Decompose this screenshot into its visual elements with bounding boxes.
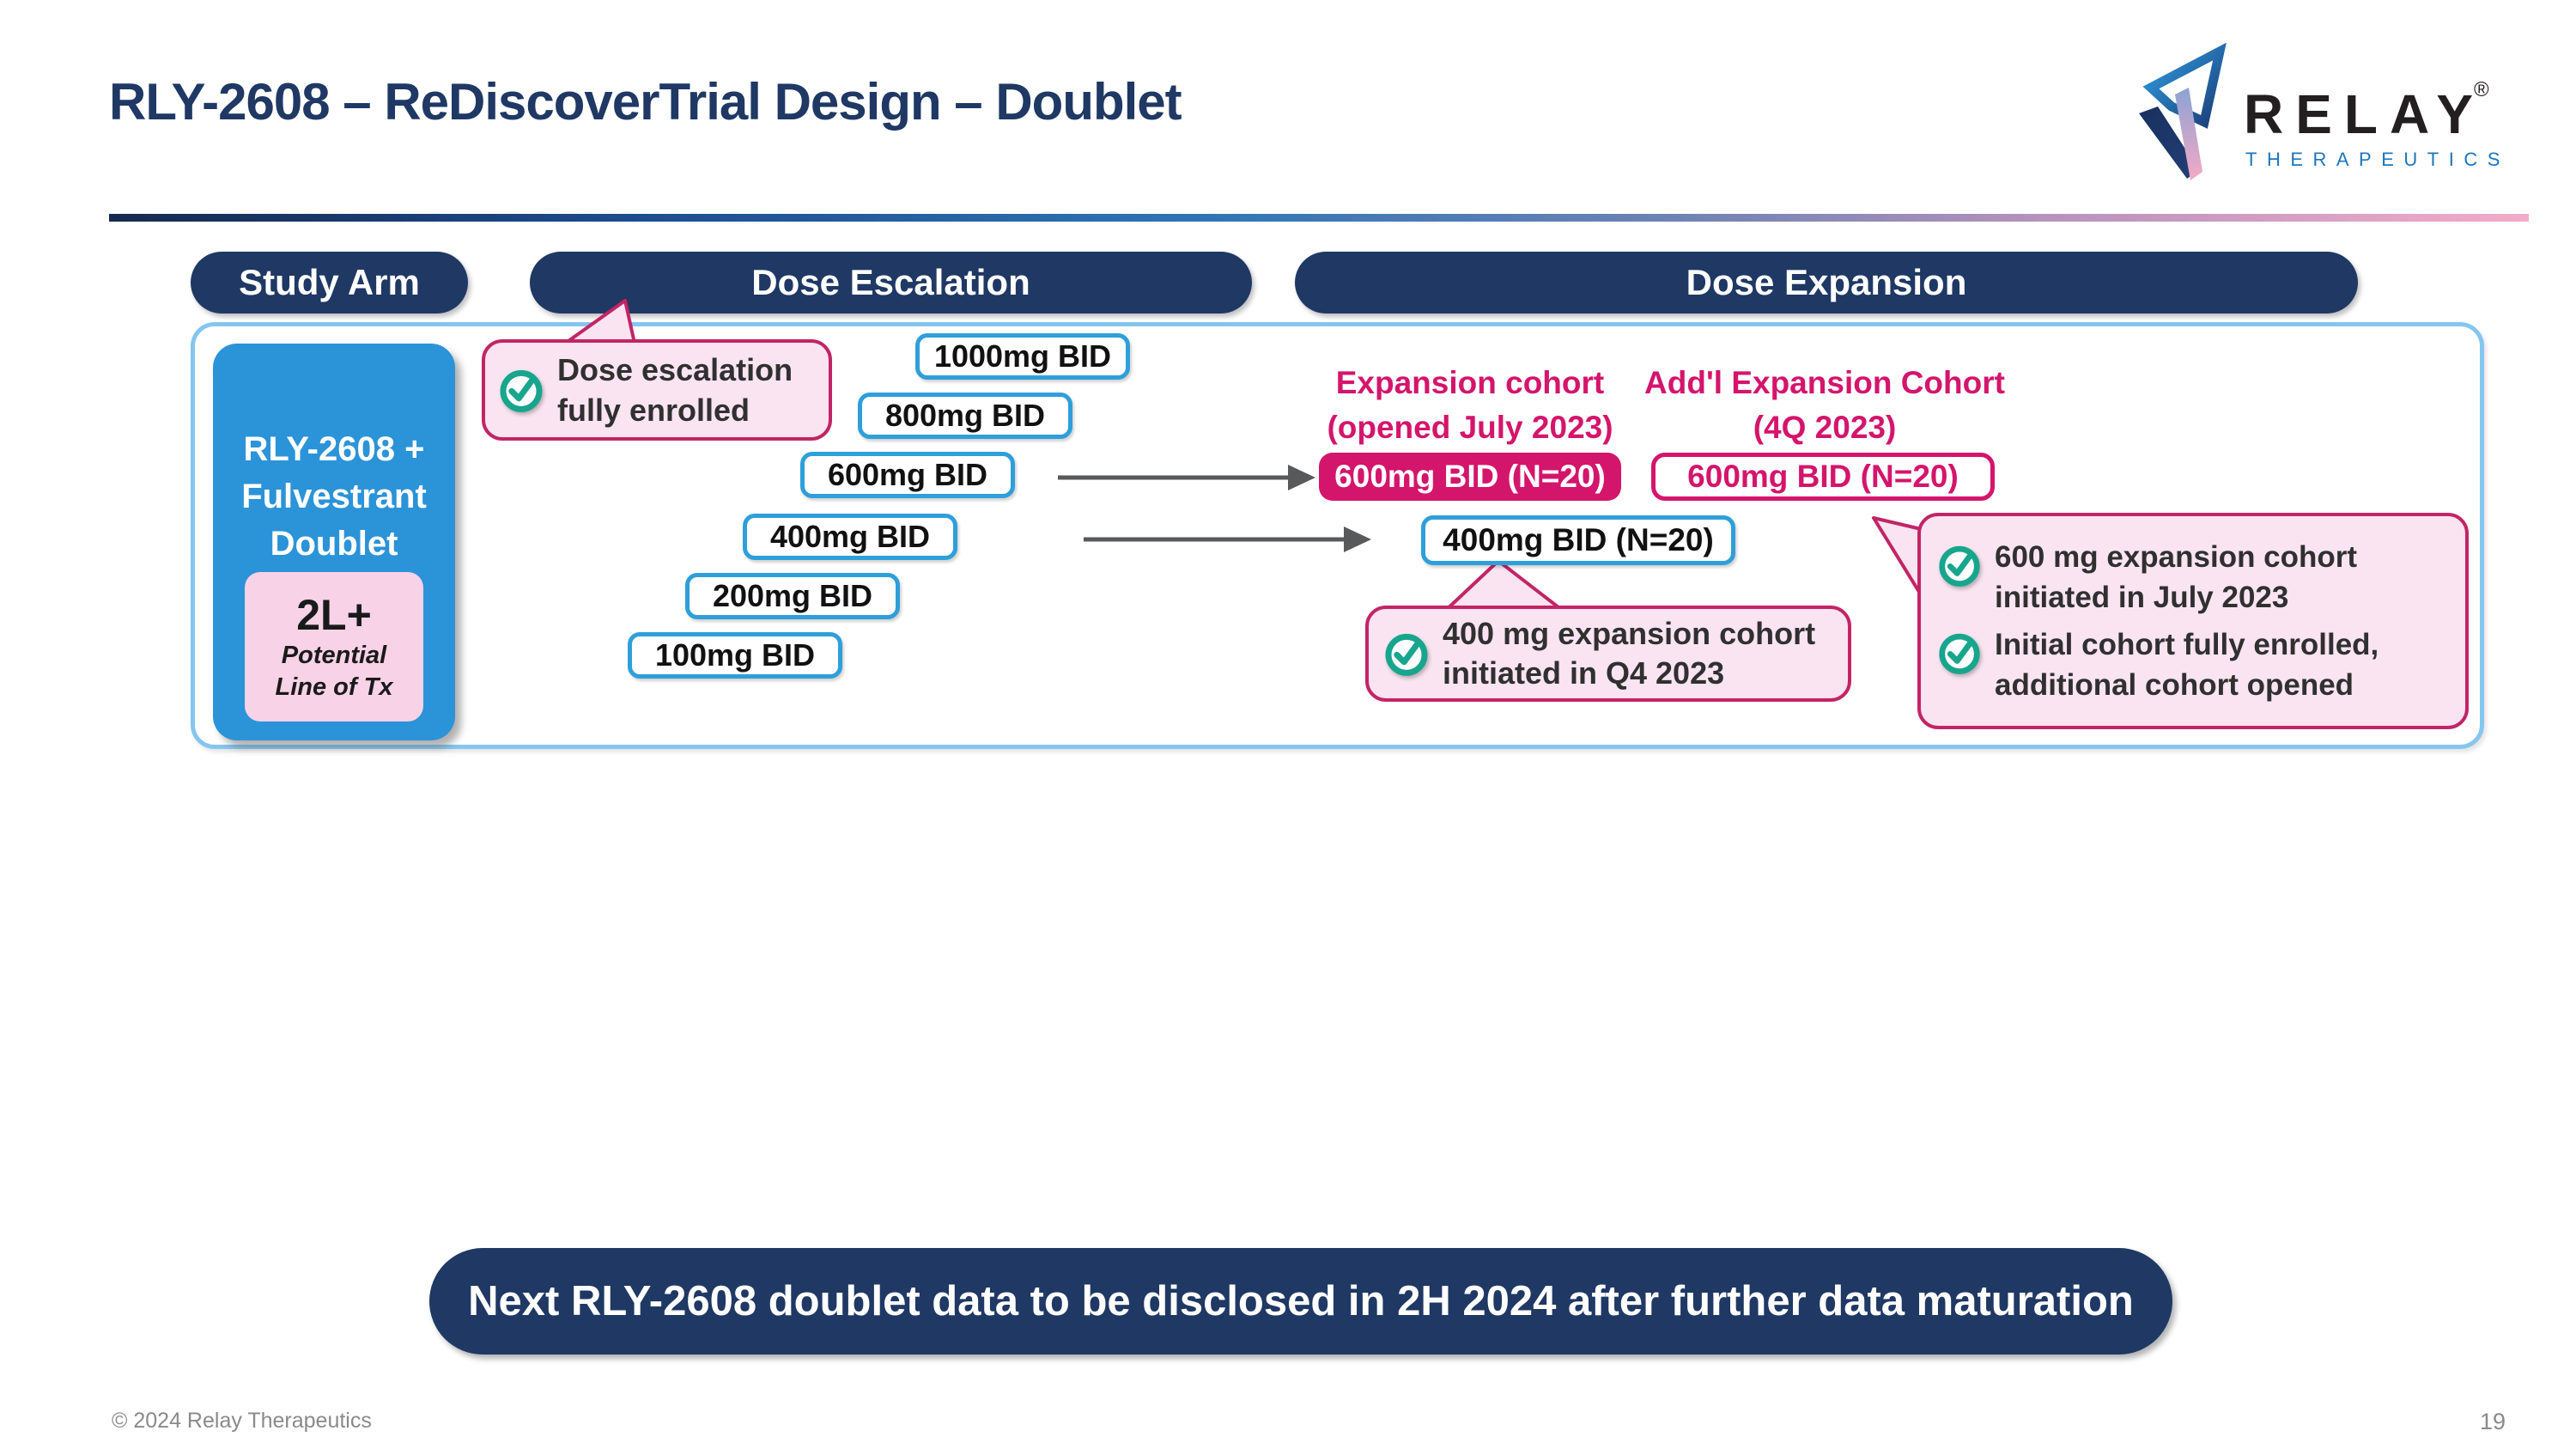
callout-escalation-line1: Dose escalation <box>557 352 793 387</box>
logo-sub-text: THERAPEUTICS <box>2245 149 2510 170</box>
study-arm-box: RLY-2608 + Fulvestrant Doublet 2L+ Poten… <box>213 344 455 740</box>
callout-600-item2-line1: Initial cohort fully enrolled, <box>1995 628 2379 661</box>
expansion-cohort1-title: Expansion cohort (opened July 2023) <box>1312 361 1628 450</box>
callout-600-item1-line2: initiated in July 2023 <box>1995 581 2289 614</box>
callout-600-item2: Initial cohort fully enrolled, additiona… <box>1936 624 2450 705</box>
header-dose-escalation: Dose Escalation <box>530 252 1252 314</box>
logo-mark-icon <box>2139 43 2227 180</box>
check-icon <box>500 369 543 412</box>
callout-400mg-expansion: 400 mg expansion cohort initiated in Q4 … <box>1365 606 1851 702</box>
header-study-arm: Study Arm <box>191 252 468 314</box>
expansion-box-600mg-filled: 600mg BID (N=20) <box>1319 453 1621 501</box>
callout-escalation-line2: fully enrolled <box>557 393 750 428</box>
callout-400-text: 400 mg expansion cohort initiated in Q4 … <box>1443 614 1815 693</box>
expansion-box-400mg: 400mg BID (N=20) <box>1421 515 1735 565</box>
expansion-cohort1-title-line2: (opened July 2023) <box>1327 410 1613 445</box>
dose-box-800mg: 800mg BID <box>858 393 1072 439</box>
badge-subtitle-line1: Potential <box>281 642 387 669</box>
dose-box-1000mg: 1000mg BID <box>915 333 1130 380</box>
logo-brand-text: RELAY <box>2244 83 2485 145</box>
badge-title: 2L+ <box>296 591 372 639</box>
callout-dose-escalation: Dose escalation fully enrolled <box>482 339 832 441</box>
relay-therapeutics-logo: RELAY ® THERAPEUTICS <box>2139 43 2510 180</box>
study-arm-line2: Fulvestrant <box>241 478 427 515</box>
callout-600-item1-text: 600 mg expansion cohort initiated in Jul… <box>1995 537 2357 618</box>
check-icon <box>1385 633 1428 676</box>
check-icon <box>1939 633 1980 674</box>
dose-box-600mg: 600mg BID <box>800 452 1015 498</box>
callout-600-item2-text: Initial cohort fully enrolled, additiona… <box>1995 624 2379 705</box>
badge-subtitle-line2: Line of Tx <box>275 673 393 701</box>
next-data-banner: Next RLY-2608 doublet data to be disclos… <box>429 1248 2172 1355</box>
callout-escalation-text: Dose escalation fully enrolled <box>557 350 793 430</box>
expansion-cohort2-title-line1: Add'l Expansion Cohort <box>1644 365 2005 400</box>
study-arm-line3: Doublet <box>270 525 398 563</box>
callout-400-line1: 400 mg expansion cohort <box>1443 616 1816 651</box>
expansion-cohort2-title-line2: (4Q 2023) <box>1753 410 1897 445</box>
dose-box-200mg: 200mg BID <box>685 573 900 619</box>
line-of-therapy-badge: 2L+ Potential Line of Tx <box>245 572 423 721</box>
expansion-cohort2-title: Add'l Expansion Cohort (4Q 2023) <box>1636 361 2014 450</box>
header-dose-expansion: Dose Expansion <box>1295 252 2358 314</box>
page-number: 19 <box>2480 1409 2506 1434</box>
dose-box-400mg: 400mg BID <box>743 514 957 560</box>
callout-600mg-expansion: 600 mg expansion cohort initiated in Jul… <box>1917 513 2469 729</box>
check-icon <box>1939 545 1980 587</box>
callout-400-line2: initiated in Q4 2023 <box>1443 655 1725 691</box>
page-title: RLY-2608 – ReDiscoverTrial Design – Doub… <box>109 73 1182 131</box>
expansion-cohort1-title-line1: Expansion cohort <box>1335 365 1605 400</box>
callout-600-item1: 600 mg expansion cohort initiated in Jul… <box>1936 537 2450 618</box>
study-arm-line1: RLY-2608 + <box>243 430 425 468</box>
title-divider-gradient <box>109 214 2529 222</box>
footer-copyright: © 2024 Relay Therapeutics <box>112 1409 372 1433</box>
callout-600-item1-line1: 600 mg expansion cohort <box>1995 540 2358 574</box>
logo-registered-mark: ® <box>2474 78 2489 101</box>
dose-box-100mg: 100mg BID <box>628 632 842 679</box>
callout-600-item2-line2: additional cohort opened <box>1995 668 2354 702</box>
expansion-box-600mg-outlined: 600mg BID (N=20) <box>1651 453 1995 501</box>
